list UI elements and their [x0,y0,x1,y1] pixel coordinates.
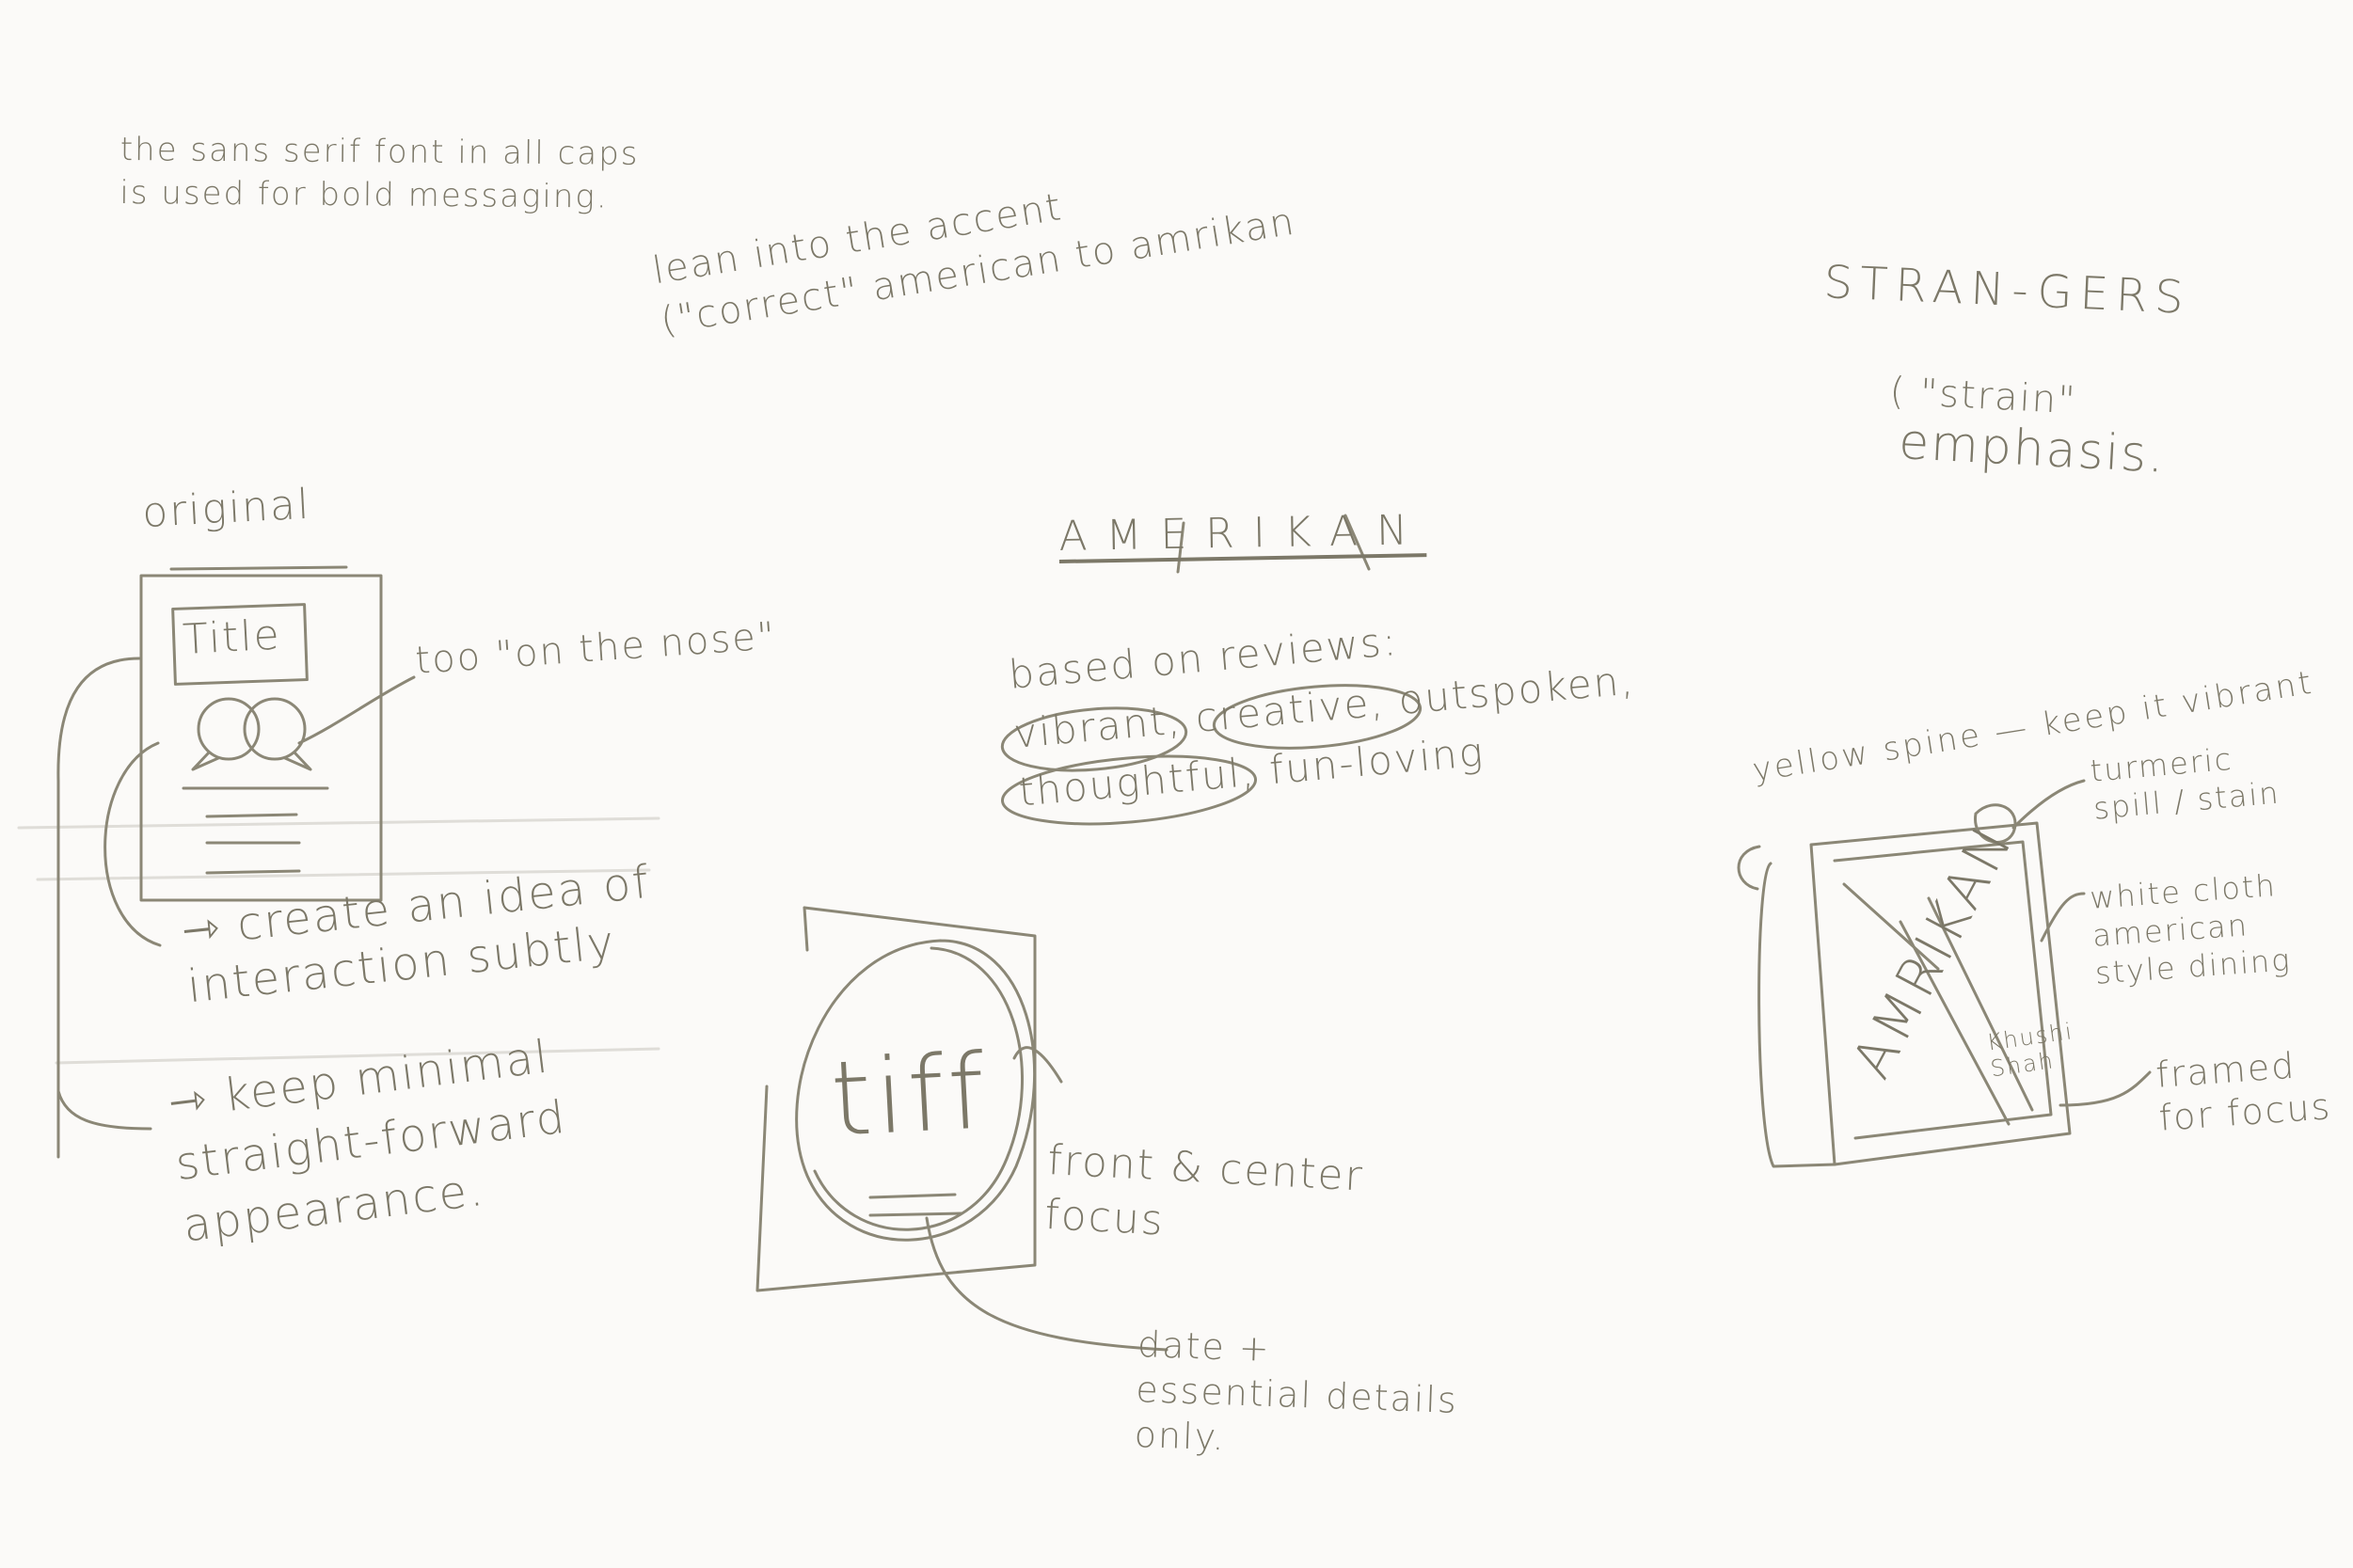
speech-bubble-tail-right [283,751,312,771]
tiff-frame [755,906,1037,1292]
k-strike-2 [1343,514,1371,571]
keep-connector [56,1089,152,1131]
stain-hatch-3 [1842,882,1940,971]
circle-thoughtful [1000,754,1258,826]
original-sketch [56,565,416,1159]
speech-bubble-right [243,697,307,761]
note-front-center: front & center focus [1043,1135,1365,1245]
turmeric-pointer [2011,779,2086,830]
original-underline [169,565,348,571]
note-framed: framed for focus [2154,1044,2333,1139]
framed-pointer [2059,1070,2152,1107]
note-date-details: date + essential details only. [1134,1323,1459,1459]
tiff-detail-2 [868,1212,963,1217]
tiff-ring-2 [813,946,1025,1231]
stain-hatch-2 [1899,920,2011,1126]
tiff-sketch [755,906,1169,1352]
stain-hatch-1 [1927,896,2034,1112]
tiff-detail-1 [868,1193,957,1199]
review-circles [1000,684,1423,826]
word-amerikan: AMERIKAN [1058,506,1427,561]
circle-vibrant [1000,706,1188,772]
note-white-cloth: white cloth american style dining [2089,867,2293,991]
book-cover-inner [1833,840,2053,1140]
title-box-frame [171,603,309,686]
note-sans-serif: the sans serif font in all caps is used … [119,130,640,216]
tiff-hook [1012,1046,1063,1084]
amerikan-marks [1176,514,1371,574]
book-sketch [1737,779,2152,1168]
tiff-frame-top [803,906,809,952]
nose-pointer [297,675,416,745]
k-strike [1176,521,1185,574]
spine-bracket [1737,845,1761,891]
tiff-ring [795,939,1036,1242]
create-connector [103,741,162,947]
circle-creative [1212,684,1423,750]
speech-bubble-left [197,697,261,761]
faint-ruled-lines [17,816,660,1065]
text-line-4 [205,869,301,875]
speech-bubble-tail-left [191,751,220,771]
bracket-line [56,657,141,1159]
tiff-logo-text: tiff [828,1031,992,1160]
text-line-2 [205,813,298,818]
book-cover [1809,821,2072,1166]
original-poster-frame [139,574,383,902]
stain-blob [1974,803,2017,844]
cloth-pointer [2040,892,2086,942]
date-connector [925,1216,1169,1352]
title-box-text: Title [182,610,282,664]
book-spine [1757,862,1836,1168]
label-original: original [141,480,312,537]
